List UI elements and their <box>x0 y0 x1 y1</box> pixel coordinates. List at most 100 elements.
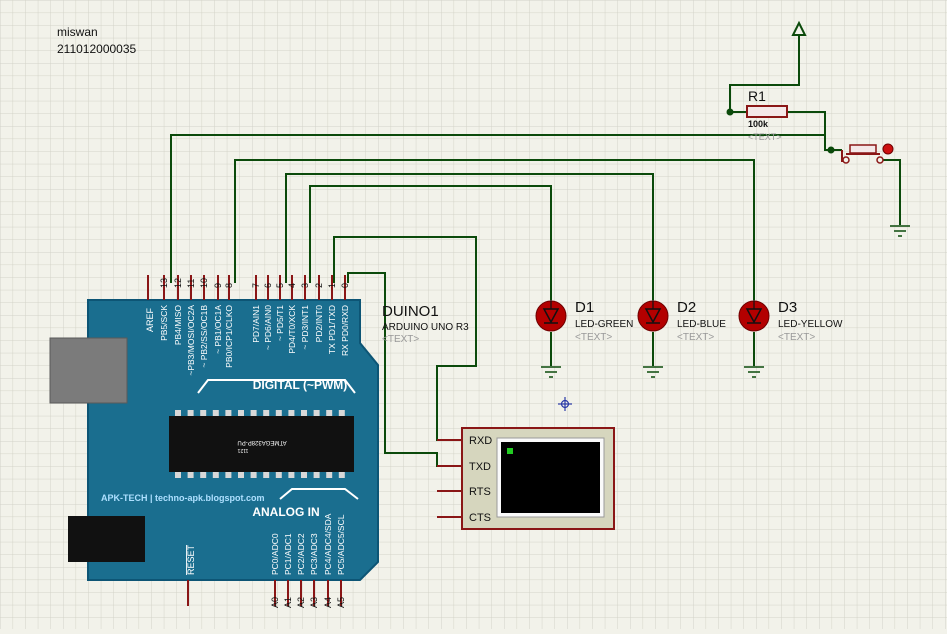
analog-pin-label: PC4/ADC4/SDA <box>323 513 333 575</box>
leds: D1LED-GREEN<TEXT>D2LED-BLUE<TEXT>D3LED-Y… <box>535 299 843 343</box>
analog-pin-label: PC0/ADC0 <box>270 533 280 575</box>
crosshair-icon <box>558 397 572 411</box>
push-button[interactable] <box>841 143 894 164</box>
r1-value: 100k <box>748 119 769 129</box>
digital-pin-label: ~ PD5/T1 <box>275 305 285 341</box>
terminal-pin-label: TXD <box>469 461 491 473</box>
arduino-text: <TEXT> <box>382 334 419 345</box>
digital-pin-label: PD2/INT0 <box>314 305 324 343</box>
power-terminal[interactable] <box>791 20 807 36</box>
ground-symbols <box>541 225 910 378</box>
terminal-pin-label: CTS <box>469 512 491 524</box>
reset-label: RESET <box>186 544 196 575</box>
author-name: miswan <box>57 25 98 39</box>
usb-port <box>49 337 128 404</box>
ground-icon <box>541 366 561 378</box>
led-text: <TEXT> <box>575 332 612 343</box>
ground-icon <box>744 366 764 378</box>
analog-pin-number: A5 <box>336 597 346 608</box>
digital-pin-6: 6~ PD6/AIN0 <box>263 275 273 350</box>
analog-title: ANALOG IN <box>252 505 319 519</box>
digital-pin-10: 10 ~ PB2/SS/OC1B <box>199 275 209 368</box>
digital-pin-label: ~ PD3/INT1 <box>300 305 310 350</box>
chip-label: ATMEGA328P-PU <box>237 439 286 445</box>
led-type: LED-GREEN <box>575 319 633 330</box>
aref-label: AREF <box>145 307 155 332</box>
led-ref: D3 <box>778 299 797 316</box>
analog-pin-number: A3 <box>309 597 319 608</box>
digital-pin-label: ~ PB1/OC1A <box>213 305 223 354</box>
analog-pin-5: PC5/ADC5/SCL A5 <box>336 514 346 608</box>
terminal-pin-label: RXD <box>469 435 492 447</box>
brand-label: APK-TECH | techno-apk.blogspot.com <box>101 493 265 503</box>
ground-icon <box>890 225 910 237</box>
author-id: 211012000035 <box>57 42 137 56</box>
digital-pin-label: PB4/MISO <box>173 305 183 346</box>
led-text: <TEXT> <box>778 332 815 343</box>
digital-pin-3: 3 ~ PD3/INT1 <box>300 275 310 350</box>
terminal-pin-label: RTS <box>469 486 491 498</box>
analog-pin-label: PC2/ADC2 <box>296 533 306 575</box>
junction-button <box>827 146 835 154</box>
arduino-ref: DUINO1 <box>382 303 439 320</box>
terminal-screen <box>501 442 600 513</box>
digital-pin-number: 4 <box>287 283 297 288</box>
digital-pin-label: ~ PB2/SS/OC1B <box>199 305 209 368</box>
r1-ref: R1 <box>748 88 766 104</box>
wire-r1-right <box>787 111 826 150</box>
digital-pin-label: ~PB3/MOSI/OC2A <box>186 305 196 376</box>
digital-pin-11: 11 ~PB3/MOSI/OC2A <box>186 275 196 376</box>
digital-pin-1: 1TX PD1/TXD <box>327 275 337 354</box>
digital-pin-number: 13 <box>159 278 169 288</box>
digital-pin-number: 12 <box>173 278 183 288</box>
analog-pin-label: PC1/ADC1 <box>283 533 293 575</box>
digital-title: DIGITAL (~PWM) <box>253 378 348 392</box>
digital-pin-0: 0RX PD0/RXD <box>340 275 350 356</box>
digital-pin-number: 7 <box>251 283 261 288</box>
power-jack <box>68 516 145 562</box>
led-text: <TEXT> <box>677 332 714 343</box>
digital-pin-label: PB0/ICP1/CLKO <box>224 305 234 368</box>
digital-pin-label: PD7/AIN1 <box>251 305 261 343</box>
analog-pin-number: A2 <box>296 597 306 608</box>
r1-text: <TEXT> <box>748 132 782 142</box>
arduino-board[interactable]: ATMEGA328P-PU 1121 DIGITAL (~PWM) ANALOG… <box>49 275 379 608</box>
digital-pin-number: 5 <box>275 283 285 288</box>
digital-pin-label: PD4/T0/XCK <box>287 305 297 354</box>
analog-pin-label: PC3/ADC3 <box>309 533 319 575</box>
wire-vcc <box>729 35 800 112</box>
digital-pin-5: 5 ~ PD5/T1 <box>275 275 285 341</box>
led-ref: D2 <box>677 299 696 316</box>
terminal-pins: RXD TXD RTS CTS <box>437 435 492 524</box>
atmega-chip <box>169 416 354 472</box>
digital-pin-number: 11 <box>186 279 196 288</box>
digital-pin-number: 10 <box>199 278 209 288</box>
arduino-model: ARDUINO UNO R3 <box>382 322 469 333</box>
resistor-r1[interactable] <box>746 105 788 118</box>
ground-icon <box>643 366 663 378</box>
analog-pin-label: PC5/ADC5/SCL <box>336 514 346 575</box>
wire-pin8-d3 <box>234 159 755 300</box>
digital-pin-number: 3 <box>300 283 310 288</box>
terminal-cursor <box>507 448 513 454</box>
wire-button-gnd <box>883 159 901 225</box>
virtual-terminal[interactable]: RXD TXD RTS CTS <box>437 427 615 530</box>
analog-pin-number: A1 <box>283 597 293 608</box>
analog-pins: PC0/ADC0A0PC1/ADC1A1PC2/ADC2A2PC3/ADC3A3… <box>187 513 346 608</box>
digital-pin-label: RX PD0/RXD <box>340 305 350 356</box>
